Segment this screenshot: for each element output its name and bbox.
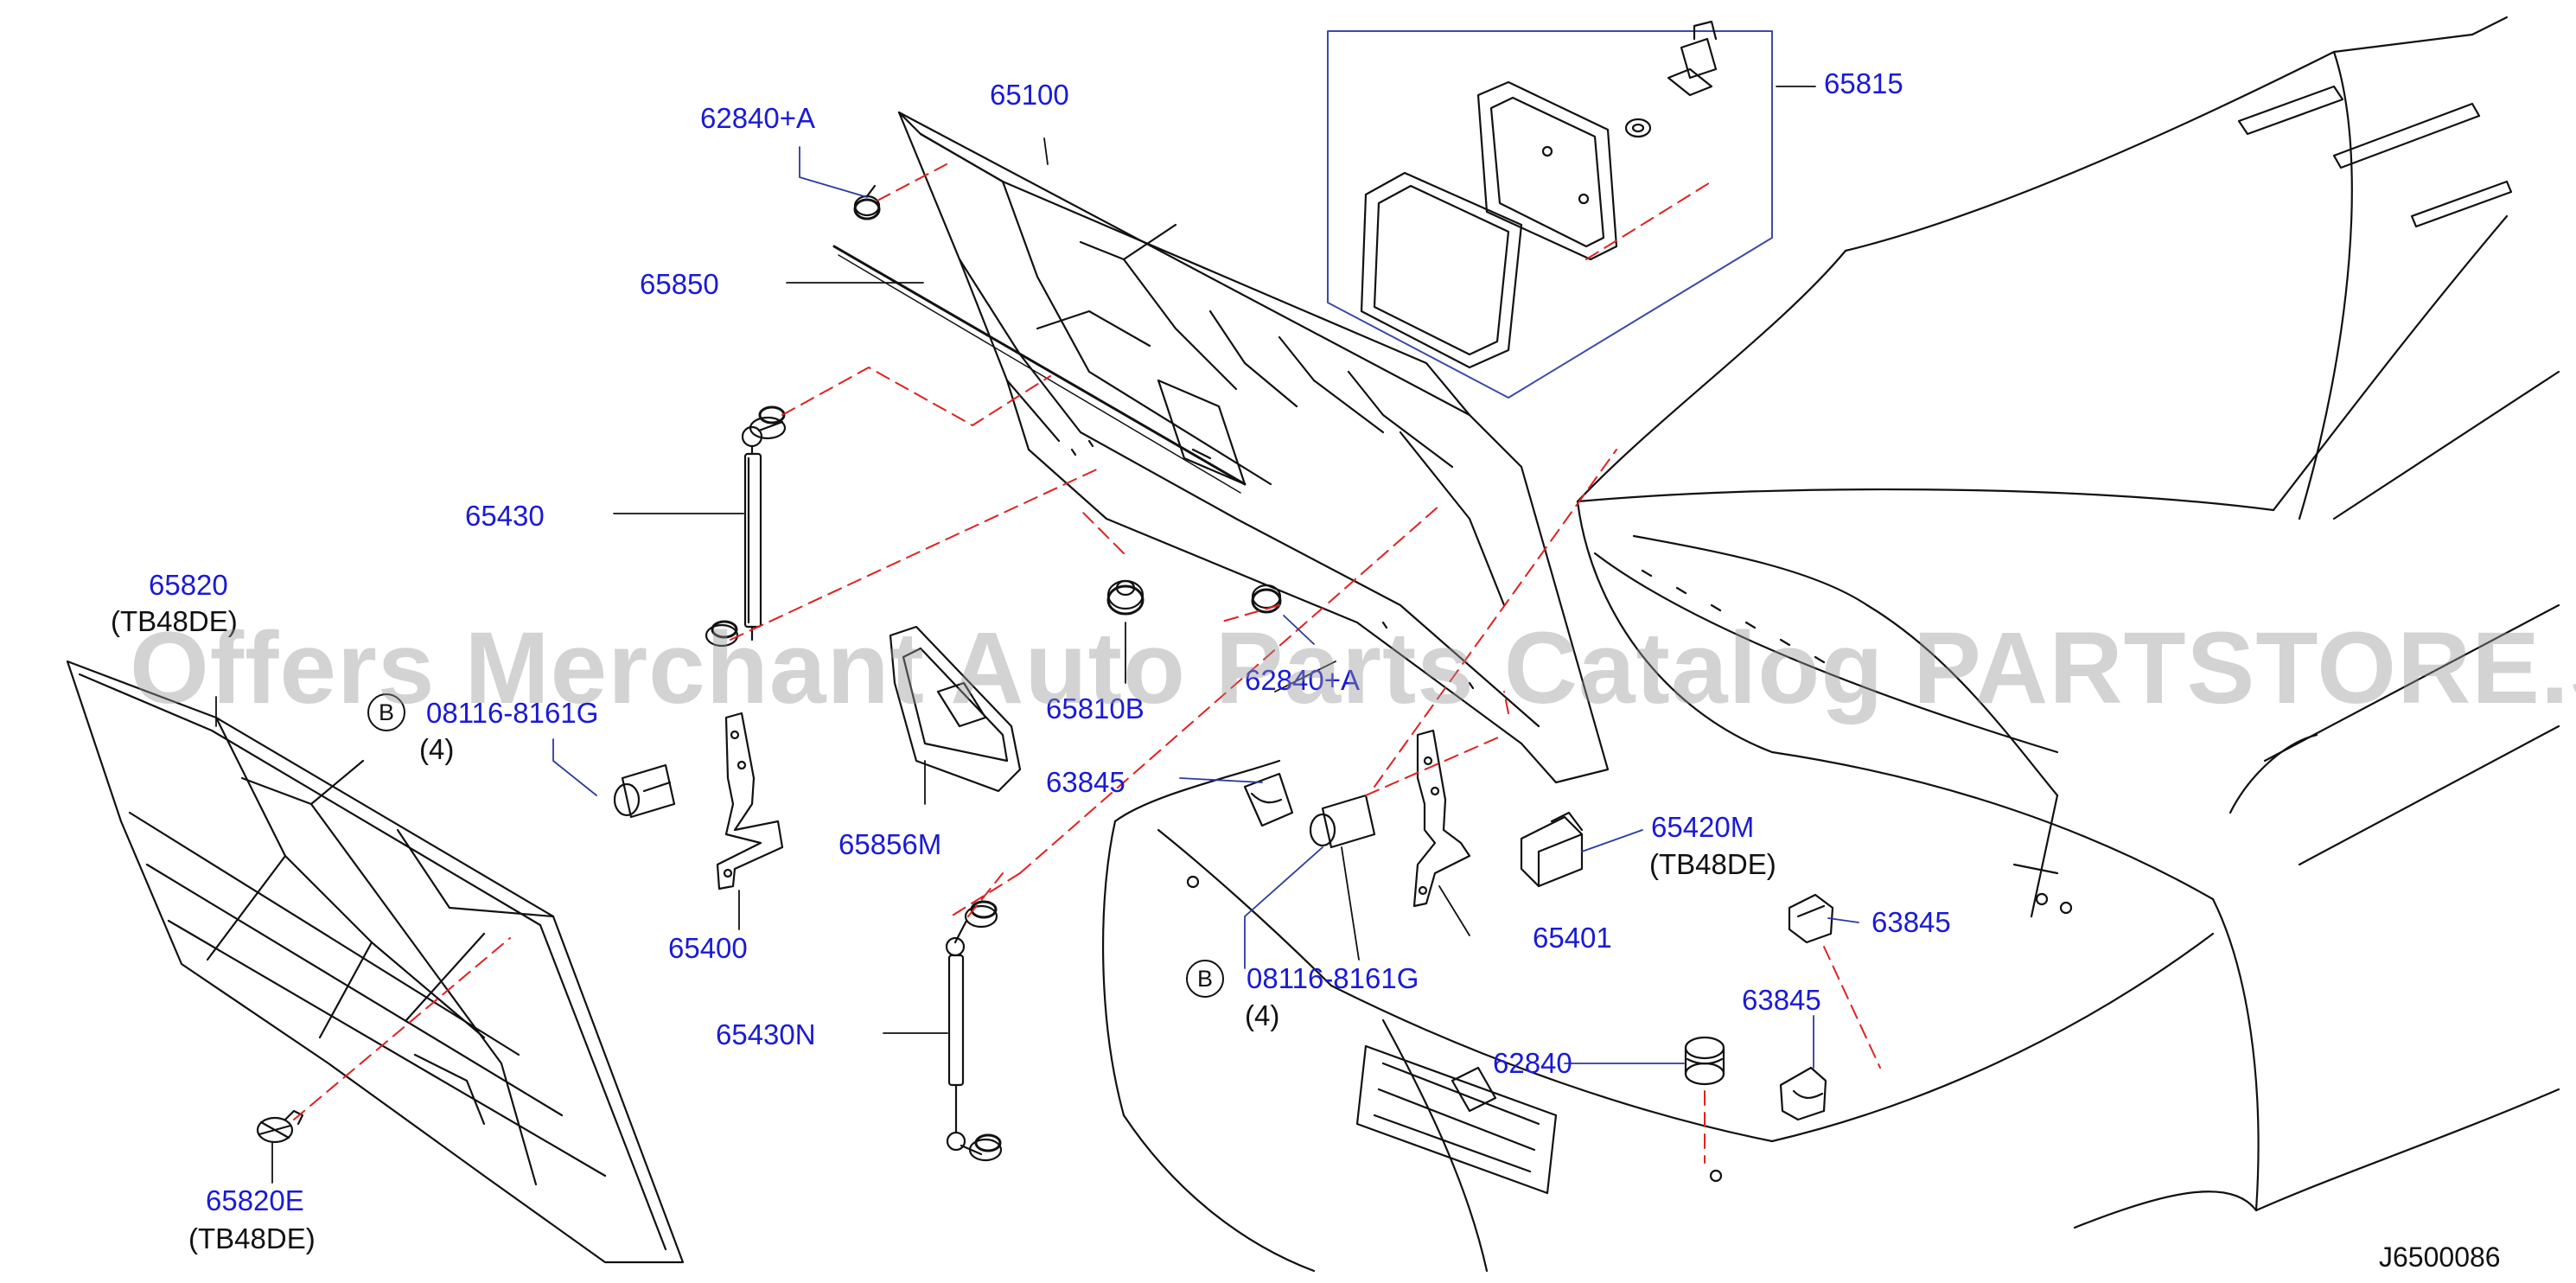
label-65856M[interactable]: 65856M: [838, 828, 942, 860]
note-65820E-engine: (TB48DE): [188, 1222, 316, 1254]
grommet-62840: [1684, 1036, 1725, 1086]
cushion-65420M: [1520, 811, 1584, 888]
clip-63845-a: [1243, 772, 1294, 827]
qty-08116-right: (4): [1245, 999, 1280, 1031]
label-65100[interactable]: 65100: [990, 79, 1069, 111]
bolt-08116-left: [613, 763, 676, 819]
hood-insulator-65820: [66, 660, 685, 1264]
label-65810B[interactable]: 65810B: [1046, 693, 1145, 724]
label-65430[interactable]: 65430: [465, 500, 545, 532]
hood-stay-65430: [705, 405, 787, 648]
callout-box-65815: [1327, 20, 1773, 399]
label-65820E[interactable]: 65820E: [206, 1184, 304, 1216]
label-65401[interactable]: 65401: [1533, 922, 1612, 954]
label-65430N[interactable]: 65430N: [716, 1018, 816, 1050]
label-08116-right[interactable]: 08116-8161G: [1247, 962, 1419, 994]
bolt-marker-b-left: B: [367, 693, 405, 731]
label-63845-c[interactable]: 63845: [1742, 984, 1821, 1016]
label-62840A-top[interactable]: 62840+A: [700, 102, 816, 134]
hood-stay-65430N: [945, 900, 1003, 1162]
label-08116-left[interactable]: 08116-8161G: [426, 697, 599, 729]
label-65820[interactable]: 65820: [149, 569, 228, 601]
hood-hinge-65401: [1412, 729, 1471, 908]
grommet-62840A-top: [853, 184, 881, 220]
label-63845-b[interactable]: 63845: [1871, 906, 1951, 938]
clip-63845-b: [1788, 893, 1834, 944]
label-63845-a[interactable]: 63845: [1046, 766, 1125, 798]
label-62840A-mid[interactable]: 62840+A: [1245, 664, 1361, 696]
grommet-62840A-mid: [1251, 584, 1282, 614]
label-62840[interactable]: 62840: [1493, 1047, 1572, 1079]
bolt-marker-b-right: B: [1186, 960, 1224, 998]
label-65850[interactable]: 65850: [640, 268, 719, 300]
assembly-dash-lines: [293, 163, 1881, 1164]
note-65820-engine: (TB48DE): [111, 605, 238, 637]
vehicle-body-outline: [1102, 16, 2560, 1273]
label-65420M[interactable]: 65420M: [1651, 811, 1755, 843]
bolt-08116-right: [1309, 794, 1376, 849]
diagram-code: J6500086: [2379, 1242, 2501, 1273]
clip-63845-c: [1779, 1066, 1827, 1121]
note-65420M-engine: (TB48DE): [1649, 848, 1776, 880]
qty-08116-left: (4): [419, 733, 455, 765]
hood-panel-65100: [832, 111, 1610, 784]
hood-hinge-65400: [716, 712, 784, 890]
striker-plate-65856M: [889, 625, 1022, 793]
label-65400[interactable]: 65400: [668, 932, 748, 964]
clip-65820E: [256, 1109, 304, 1144]
label-65815[interactable]: 65815: [1824, 67, 1903, 99]
bumper-65810B: [1106, 579, 1145, 616]
leader-lines: [215, 86, 1859, 1184]
